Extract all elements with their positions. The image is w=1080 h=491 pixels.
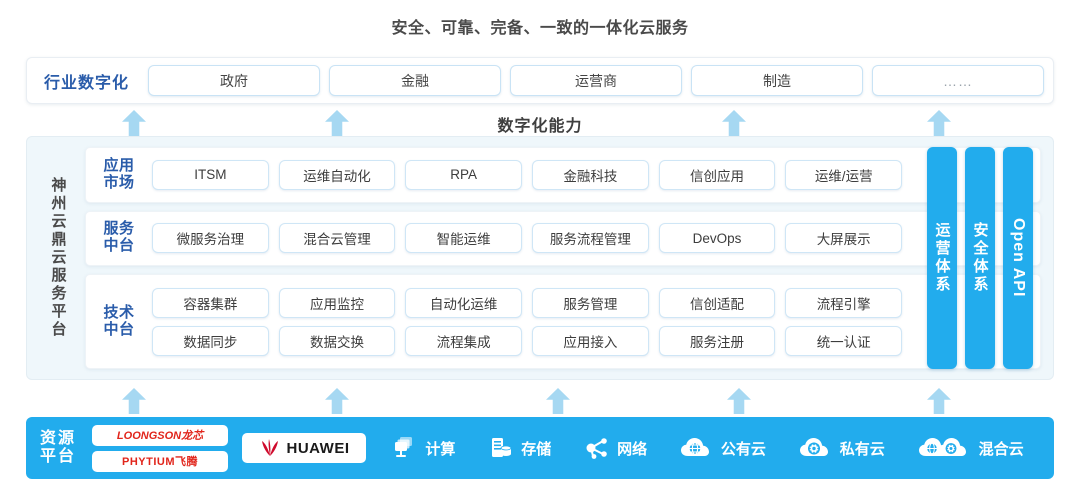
pillar-open-api[interactable]: Open API	[1003, 147, 1033, 369]
up-arrow-upper-2	[325, 110, 349, 136]
industry-item-manufacturing[interactable]: 制造	[691, 65, 864, 96]
cell-app-access[interactable]: 应用接入	[532, 325, 649, 356]
layer-label-line1: 服务	[103, 220, 135, 238]
resource-item-storage[interactable]: 存储	[488, 435, 551, 461]
cell-ops-operations[interactable]: 运维/运营	[785, 159, 903, 190]
public-cloud-icon	[680, 438, 709, 456]
cell-service-registry[interactable]: 服务注册	[658, 325, 776, 356]
platform-vertical-label: 神州云鼎云服务平台	[49, 177, 67, 339]
industry-row-label: 行业数字化	[44, 74, 130, 92]
huawei-flower-icon	[261, 439, 278, 456]
cloud-service-platform-panel: 神州云鼎云服务平台 应用 市场 ITSM 运维自动化 RPA 金融科技 信创应用…	[26, 136, 1054, 380]
cell-container-cluster[interactable]: 容器集群	[152, 287, 269, 318]
up-arrow-lower-2	[325, 388, 349, 414]
cells-row: ITSM 运维自动化 RPA 金融科技 信创应用 运维/运营	[152, 159, 903, 190]
resource-platform-label: 资源 平台	[40, 430, 76, 467]
industry-item-finance[interactable]: 金融	[329, 65, 502, 96]
cell-automated-ops[interactable]: 自动化运维	[405, 287, 523, 318]
layer-technology-middle-platform: 技术 中台 容器集群 应用监控 自动化运维 服务管理 信创适配 流程引擎 数据同…	[85, 274, 1041, 369]
cell-rpa[interactable]: RPA	[405, 159, 523, 190]
cell-data-exchange[interactable]: 数据交换	[278, 325, 396, 356]
up-arrow-upper-3	[722, 110, 746, 136]
resource-label-line2: 平台	[40, 448, 77, 465]
up-arrow-lower-1	[122, 388, 146, 414]
cell-devops[interactable]: DevOps	[658, 223, 776, 254]
cell-process-engine[interactable]: 流程引擎	[785, 287, 903, 318]
layer-label-line2: 中台	[103, 237, 135, 255]
cells-row: 数据同步 数据交换 流程集成 应用接入 服务注册 统一认证	[152, 325, 903, 356]
up-arrow-lower-5	[927, 388, 951, 414]
pillar-security-system[interactable]: 安全体系	[965, 147, 995, 369]
layer-label-line2: 市场	[103, 173, 135, 191]
resource-label-line1: 资源	[40, 429, 77, 447]
layer-label-line1: 应用	[103, 156, 135, 174]
vertical-pillars: 运营体系 安全体系 Open API	[923, 147, 1041, 369]
compute-icon	[395, 437, 413, 457]
huawei-wordmark: HUAWEI	[286, 439, 350, 457]
resource-item-private-cloud[interactable]: 私有云	[799, 436, 885, 460]
cell-unified-auth[interactable]: 统一认证	[785, 325, 903, 356]
cell-xinchuang-app[interactable]: 信创应用	[658, 159, 776, 190]
industry-item-government[interactable]: 政府	[148, 65, 321, 96]
resource-item-label: 计算	[425, 440, 456, 458]
hybrid-cloud-icon	[918, 438, 966, 456]
capability-label: 数字化能力	[497, 118, 583, 135]
private-cloud-icon	[799, 438, 828, 456]
up-arrow-upper-1	[122, 110, 146, 136]
industry-digitalization-row: 行业数字化 政府 金融 运营商 制造 ……	[26, 57, 1054, 104]
cell-itsm[interactable]: ITSM	[152, 159, 269, 190]
resource-item-public-cloud[interactable]: 公有云	[680, 436, 766, 460]
layer-service-middle-platform: 服务 中台 微服务治理 混合云管理 智能运维 服务流程管理 DevOps 大屏展…	[85, 210, 1041, 266]
industry-item-more[interactable]: ……	[872, 65, 1045, 96]
cell-process-integration[interactable]: 流程集成	[405, 325, 523, 356]
layer-cells-application-market: ITSM 运维自动化 RPA 金融科技 信创应用 运维/运营	[152, 159, 903, 190]
resource-items: 计算 存储	[376, 435, 1040, 461]
up-arrow-lower-4	[727, 388, 751, 414]
huawei-logo[interactable]: HUAWEI	[242, 433, 367, 463]
up-arrow-lower-3	[546, 388, 570, 414]
layer-label-technology-middle-platform: 技术 中台	[96, 303, 142, 339]
cells-row: 微服务治理 混合云管理 智能运维 服务流程管理 DevOps 大屏展示	[152, 223, 903, 254]
resource-item-label: 公有云	[720, 440, 766, 458]
resource-item-hybrid-cloud[interactable]: 混合云	[918, 436, 1024, 460]
resource-item-network[interactable]: 网络	[584, 435, 647, 461]
resource-item-label: 混合云	[978, 440, 1024, 458]
cell-xinchuang-adaptation[interactable]: 信创适配	[658, 287, 776, 318]
layer-application-market: 应用 市场 ITSM 运维自动化 RPA 金融科技 信创应用 运维/运营	[85, 147, 1041, 203]
resource-item-label: 私有云	[839, 440, 885, 458]
resource-item-compute[interactable]: 计算	[392, 435, 455, 461]
cells-row: 容器集群 应用监控 自动化运维 服务管理 信创适配 流程引擎	[152, 287, 903, 318]
resource-item-label: 存储	[521, 440, 552, 458]
layer-label-line1: 技术	[103, 303, 135, 321]
cell-microservice-governance[interactable]: 微服务治理	[152, 223, 269, 254]
resource-item-label: 网络	[617, 440, 648, 458]
cell-intelligent-ops[interactable]: 智能运维	[405, 223, 523, 254]
chip-vendor-logos: LOONGSON龙芯 PHYTIUM飞腾	[92, 424, 229, 472]
storage-icon	[492, 438, 512, 457]
up-arrow-upper-4	[927, 110, 951, 136]
layer-label-application-market: 应用 市场	[96, 156, 142, 192]
pillar-operations-system[interactable]: 运营体系	[927, 147, 957, 369]
layer-label-service-middle-platform: 服务 中台	[96, 221, 142, 255]
page-title: 安全、可靠、完备、一致的一体化云服务	[391, 20, 689, 37]
cell-app-monitoring[interactable]: 应用监控	[278, 287, 396, 318]
cell-data-sync[interactable]: 数据同步	[152, 325, 269, 356]
cell-hybrid-cloud-mgmt[interactable]: 混合云管理	[278, 223, 396, 254]
layer-cells-service-middle-platform: 微服务治理 混合云管理 智能运维 服务流程管理 DevOps 大屏展示	[152, 223, 903, 254]
platform-layers: 应用 市场 ITSM 运维自动化 RPA 金融科技 信创应用 运维/运营	[85, 147, 1041, 369]
cell-fintech[interactable]: 金融科技	[532, 159, 649, 190]
cell-service-process-mgmt[interactable]: 服务流程管理	[532, 223, 649, 254]
cell-service-management[interactable]: 服务管理	[532, 287, 649, 318]
cell-ops-automation[interactable]: 运维自动化	[278, 159, 396, 190]
cell-large-screen-display[interactable]: 大屏展示	[785, 223, 903, 254]
network-icon	[586, 438, 607, 459]
industry-item-telecom[interactable]: 运营商	[510, 65, 683, 96]
layer-cells-technology-middle-platform: 容器集群 应用监控 自动化运维 服务管理 信创适配 流程引擎 数据同步 数据交换…	[152, 287, 903, 356]
resource-platform-bar: 资源 平台 LOONGSON龙芯 PHYTIUM飞腾 HUAWEI	[26, 417, 1054, 479]
layer-label-line2: 中台	[103, 320, 135, 338]
loongson-logo[interactable]: LOONGSON龙芯	[92, 424, 229, 446]
phytium-logo[interactable]: PHYTIUM飞腾	[92, 450, 229, 472]
